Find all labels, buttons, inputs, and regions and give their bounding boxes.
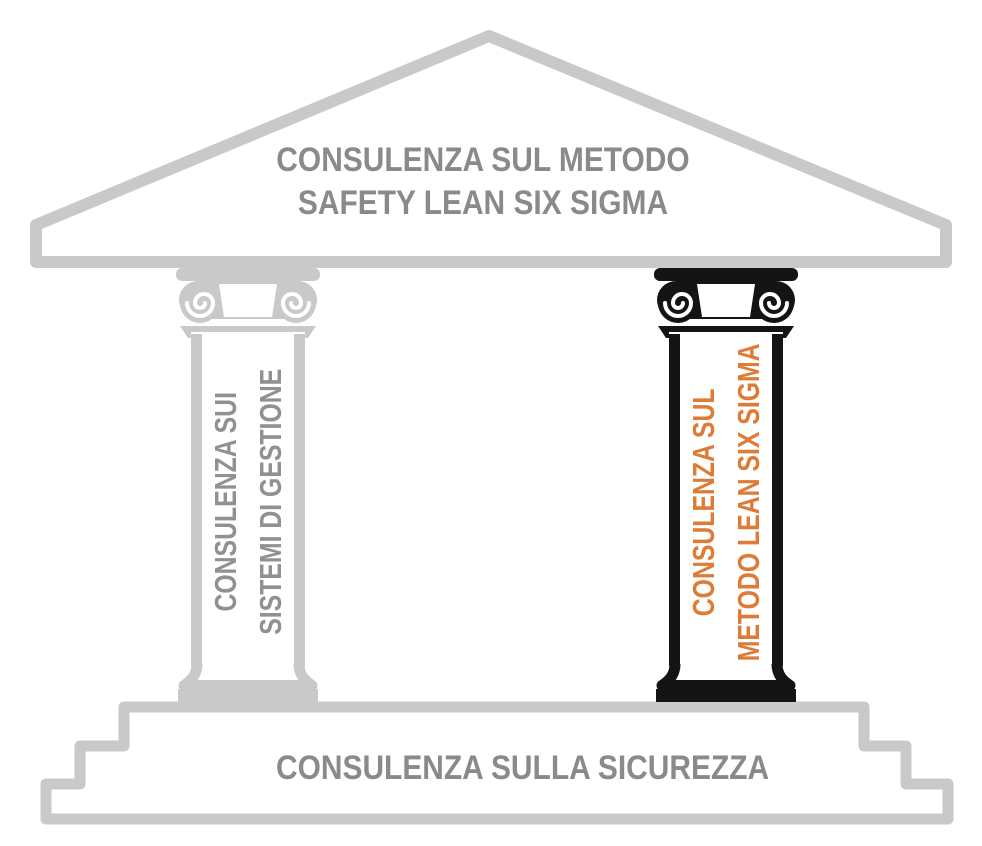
left-pillar-label: CONSULENZA SUI SISTEMI DI GESTIONE — [202, 337, 294, 667]
pediment-shape — [30, 30, 952, 268]
pediment-label: CONSULENZA SUL METODO SAFETY LEAN SIX SI… — [233, 139, 733, 225]
base-platform-label-text: CONSULENZA SULLA SICUREZZA — [276, 749, 770, 787]
base-platform-label: CONSULENZA SULLA SICUREZZA — [246, 747, 770, 790]
left-pillar-line-1: CONSULENZA SUI — [208, 392, 243, 612]
right-pillar-line-2: METODO LEAN SIX SIGMA — [731, 343, 766, 661]
pediment-line-1: CONSULENZA SUL METODO — [276, 141, 690, 179]
left-pillar-line-2: SISTEMI DI GESTIONE — [253, 369, 288, 635]
pediment-line-2: SAFETY LEAN SIX SIGMA — [297, 184, 669, 222]
right-pillar-label: CONSULENZA SUL METODO LEAN SIX SIGMA — [680, 337, 772, 667]
right-pillar-line-1: CONSULENZA SUL — [686, 388, 721, 616]
base-platform-shape — [40, 701, 954, 825]
